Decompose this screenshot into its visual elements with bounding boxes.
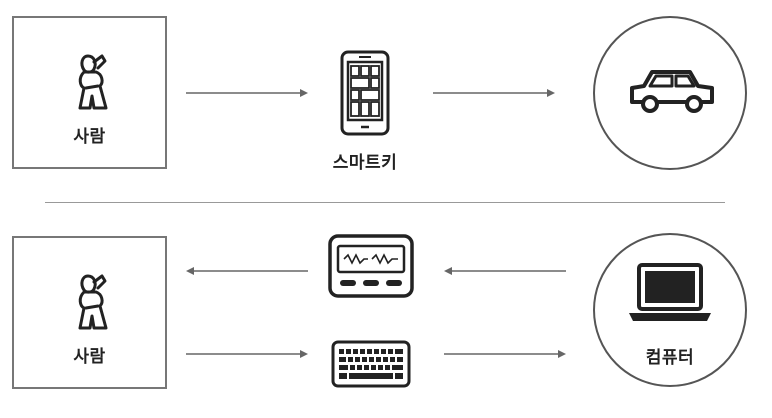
person-icon [72, 272, 112, 334]
arrow-right-icon [433, 89, 555, 97]
arrow-right-icon [186, 89, 308, 97]
arrow-right-icon [186, 350, 308, 358]
arrow-right-icon [444, 350, 566, 358]
bottom-person-box: 사람 [12, 236, 167, 389]
arrow-left-icon [186, 267, 308, 275]
section-divider [45, 202, 725, 203]
person-icon [72, 52, 112, 114]
computer-label: 컴퓨터 [645, 348, 695, 368]
smartphone-icon [340, 50, 390, 136]
laptop-icon [627, 263, 713, 325]
top-person-label: 사람 [73, 127, 106, 147]
car-icon [628, 68, 716, 114]
car-circle [593, 16, 747, 170]
bottom-person-label: 사람 [73, 347, 106, 367]
top-person-box: 사람 [12, 16, 167, 169]
display-pager-icon [328, 234, 414, 298]
arrow-left-icon [444, 267, 566, 275]
top-device-label: 스마트키 [332, 153, 398, 173]
keyboard-icon [331, 340, 411, 388]
computer-circle: 컴퓨터 [593, 233, 747, 387]
